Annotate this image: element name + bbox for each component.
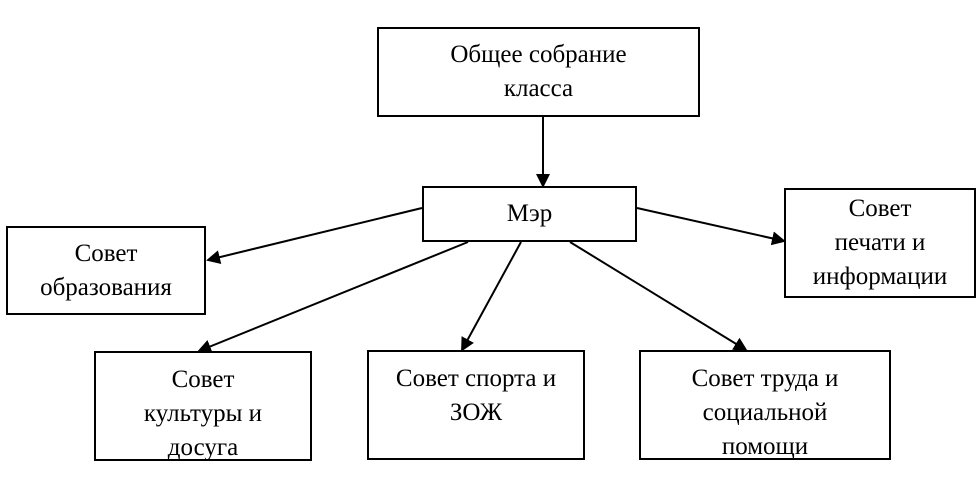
node-label: Совет труда и социальной помощи xyxy=(691,365,839,460)
node-labor-and-social-aid-council: Совет труда и социальной помощи xyxy=(639,350,891,460)
node-general-class-assembly: Общее собрание класса xyxy=(377,27,700,117)
arrow-mayor-to-press xyxy=(636,207,786,246)
arrow-mayor-to-sport xyxy=(461,241,522,352)
arrow-mayor-to-education xyxy=(206,207,423,264)
node-mayor: Мэр xyxy=(422,186,637,242)
arrow-mayor-to-culture xyxy=(197,241,469,353)
node-label: Мэр xyxy=(506,200,553,227)
node-label: Совет образования xyxy=(40,239,172,301)
node-press-and-information-council: Совет печати и информации xyxy=(784,188,976,298)
node-label: Совет спорта и ЗОЖ xyxy=(395,365,557,426)
node-label: Совет печати и информации xyxy=(812,195,948,290)
arrow-mayor-to-labor xyxy=(569,241,748,352)
node-culture-and-leisure-council: Совет культуры и досуга xyxy=(94,351,312,461)
node-education-council: Совет образования xyxy=(6,226,206,315)
node-sport-and-healthy-lifestyle-council: Совет спорта и ЗОЖ xyxy=(367,350,585,460)
node-label: Общее собрание класса xyxy=(450,41,627,102)
node-label: Совет культуры и досуга xyxy=(143,366,263,461)
